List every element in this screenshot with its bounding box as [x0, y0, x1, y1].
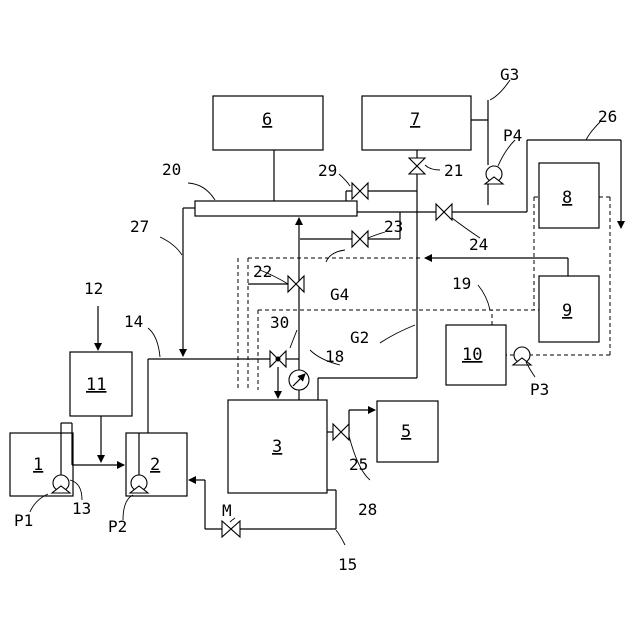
box-1-label: 1 [33, 455, 43, 475]
pump-icon [485, 166, 503, 184]
label-28: 28 [358, 500, 377, 519]
box-10-label: 10 [462, 345, 482, 365]
label-26: 26 [598, 107, 617, 126]
valve-icon [222, 521, 240, 537]
box-9: 9 [539, 276, 599, 342]
box-5: 5 [377, 401, 438, 462]
label-p2: P2 [108, 517, 127, 536]
valve-icon [352, 231, 368, 247]
label-g4: G4 [330, 285, 349, 304]
label-p4: P4 [503, 126, 522, 145]
box-2-label: 2 [150, 455, 160, 475]
box-7-label: 7 [410, 110, 420, 130]
pump-icon [52, 475, 70, 493]
valve-icon [352, 183, 368, 199]
box-8-label: 8 [562, 188, 572, 208]
box-3: 3 [228, 400, 327, 493]
gauge-icon [289, 370, 309, 390]
pump-icon [130, 475, 148, 493]
box-6-label: 6 [262, 110, 272, 130]
label-12: 12 [84, 279, 103, 298]
label-25: 25 [349, 455, 368, 474]
valve-icon [436, 204, 452, 220]
label-15: 15 [338, 555, 357, 574]
label-p3: P3 [530, 380, 549, 399]
box-9-label: 9 [562, 301, 572, 321]
label-g3: G3 [500, 65, 519, 84]
label-20: 20 [162, 160, 181, 179]
label-p1: P1 [14, 511, 33, 530]
label-18: 18 [325, 347, 344, 366]
label-14: 14 [124, 312, 143, 331]
box-6: 6 [213, 96, 323, 150]
label-27: 27 [130, 217, 149, 236]
label-23: 23 [384, 217, 403, 236]
label-g2: G2 [350, 328, 369, 347]
label-22: 22 [253, 262, 272, 281]
valve-icon [409, 158, 425, 174]
header-20 [195, 201, 357, 216]
box-11-label: 11 [86, 375, 106, 395]
valve-icon [333, 424, 349, 440]
label-24: 24 [469, 235, 488, 254]
label-21: 21 [444, 161, 463, 180]
box-7: 7 [362, 96, 471, 150]
label-m: M [222, 501, 232, 520]
box-11: 11 [70, 352, 132, 416]
valve-icon [270, 351, 286, 367]
label-30: 30 [270, 313, 289, 332]
label-19: 19 [452, 274, 471, 293]
valve-icon [288, 276, 304, 292]
label-13: 13 [72, 499, 91, 518]
pump-icon [513, 347, 531, 365]
box-8: 8 [539, 163, 599, 228]
box-5-label: 5 [401, 422, 411, 442]
box-10: 10 [446, 325, 506, 385]
box-3-label: 3 [272, 437, 282, 457]
label-29: 29 [318, 161, 337, 180]
